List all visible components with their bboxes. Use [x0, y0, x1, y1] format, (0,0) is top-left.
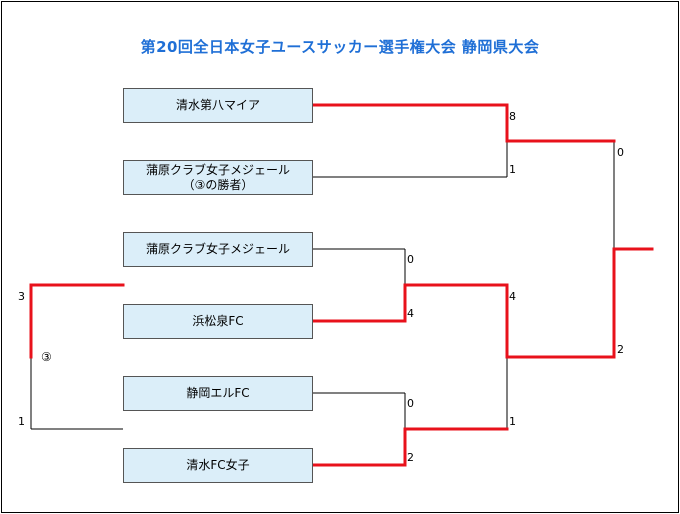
team-name: 清水FC女子 — [186, 458, 250, 472]
score-sf-kanbara: 1 — [509, 163, 516, 176]
score-sf-hamamatsu: 4 — [509, 290, 516, 303]
score-pre-top: 3 — [18, 290, 25, 303]
line-r1-shimizufc-win — [311, 427, 509, 467]
line-pre-top-win — [29, 283, 125, 359]
line-sf-shimizu8-win — [311, 103, 616, 143]
team-name: 浜松泉FC — [192, 314, 244, 328]
team-name: 清水第八マイア — [175, 98, 260, 112]
score-sf-shimizufc: 1 — [509, 415, 516, 428]
team-box-kanbara-winner: 蒲原クラブ女子メジェール （③の勝者） — [123, 160, 313, 195]
team-box-shimizu8: 清水第八マイア — [123, 88, 313, 123]
team-name: 蒲原クラブ女子メジェール — [145, 242, 290, 256]
team-box-shimizufc: 清水FC女子 — [123, 448, 313, 483]
score-r1-shimizufc: 2 — [407, 451, 414, 464]
page-title: 第20回全日本女子ユースサッカー選手権大会 静岡県大会 — [140, 38, 540, 56]
team-box-shizuoka-el: 静岡エルFC — [123, 376, 313, 411]
score-sf-shimizu8: 8 — [509, 110, 516, 123]
team-box-hamamatsu: 浜松泉FC — [123, 304, 313, 339]
team-sub: （③の勝者） — [182, 177, 254, 192]
line-r1-hamamatsu-win — [311, 247, 654, 359]
team-name: 蒲原クラブ女子メジェール — [145, 162, 290, 177]
score-r1-mejeru: 0 — [407, 253, 414, 266]
match-number-label: ③ — [41, 350, 52, 364]
score-final-top: 0 — [617, 146, 624, 159]
score-final-bottom: 2 — [617, 343, 624, 356]
team-box-kanbara: 蒲原クラブ女子メジェール — [123, 232, 313, 267]
score-pre-bottom: 1 — [18, 415, 25, 428]
score-r1-shizuoka: 0 — [407, 397, 414, 410]
team-name: 静岡エルFC — [186, 386, 250, 400]
score-r1-hamamatsu: 4 — [407, 307, 414, 320]
